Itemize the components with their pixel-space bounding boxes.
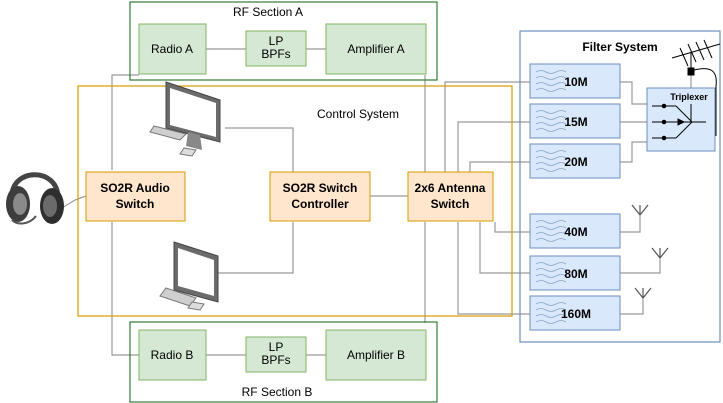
control-system: Control System SO2R Audio Switch SO2R Sw…: [77, 85, 513, 317]
antenna-switch-label-2: Switch: [431, 197, 470, 211]
controller-label-1: SO2R Switch: [283, 181, 358, 195]
filter-wave-icon: [535, 150, 567, 172]
amplifier-b-block[interactable]: Amplifier B: [325, 329, 427, 381]
amplifier-b-label: Amplifier B: [347, 348, 405, 362]
lp-bpf-b-label-2: BPFs: [261, 353, 290, 367]
triplexer-symbol-icon: [652, 103, 706, 141]
lp-bpf-a-label-2: BPFs: [261, 47, 290, 61]
so2r-switch-controller-block[interactable]: SO2R Switch Controller: [269, 171, 371, 222]
yagi-antenna-icon: [671, 39, 721, 136]
rf-section-a-title: RF Section A: [233, 5, 303, 19]
filter-wave-icon: [535, 262, 567, 284]
triplexer-block[interactable]: Triplexer: [646, 87, 716, 152]
rf-section-b: RF Section B Radio B LP BPFs Amplifier B: [129, 321, 438, 403]
amplifier-a-block[interactable]: Amplifier A: [325, 23, 427, 75]
radio-a-block[interactable]: Radio A: [138, 23, 207, 75]
triplexer-label: Triplexer: [670, 92, 708, 102]
amplifier-a-label: Amplifier A: [347, 42, 404, 56]
antenna-switch-label-1: 2x6 Antenna: [415, 181, 486, 195]
filter-system: Filter System 10M 15M 20M 40M 80M 160M Triple…: [519, 30, 721, 343]
filter-label: 40M: [564, 225, 587, 239]
antenna-80m-icon: [651, 247, 669, 259]
filter-10m[interactable]: 10M: [529, 63, 621, 99]
radio-b-label: Radio B: [151, 348, 194, 362]
rf-section-b-title: RF Section B: [242, 385, 313, 399]
filter-label: 80M: [564, 267, 587, 281]
control-system-title: Control System: [317, 107, 399, 121]
filter-20m[interactable]: 20M: [529, 143, 621, 179]
filter-boxes: 10M 15M 20M 40M 80M 160M: [529, 63, 621, 331]
audio-switch-label-2: Switch: [116, 197, 155, 211]
filter-wave-icon: [535, 220, 567, 242]
antenna-40m-icon: [631, 204, 649, 216]
filter-wave-icon: [535, 110, 567, 132]
lp-bpf-b-label-1: LP: [269, 340, 284, 354]
filter-wave-icon: [535, 70, 567, 92]
so2r-audio-switch-block[interactable]: SO2R Audio Switch: [85, 171, 186, 222]
filter-160m[interactable]: 160M: [529, 295, 621, 331]
radio-b-block[interactable]: Radio B: [138, 329, 207, 381]
antenna-160m-icon: [634, 287, 652, 299]
filter-label: 20M: [564, 155, 587, 169]
computer-b-icon[interactable]: [159, 241, 219, 311]
controller-label-2: Controller: [291, 197, 349, 211]
lp-bpf-a-label-1: LP: [269, 34, 284, 48]
lp-bpf-b-block[interactable]: LP BPFs: [245, 336, 307, 373]
computer-a-icon[interactable]: [149, 81, 221, 157]
antenna-switch-block[interactable]: 2x6 Antenna Switch: [407, 171, 494, 222]
filter-15m[interactable]: 15M: [529, 103, 621, 139]
lp-bpf-a-block[interactable]: LP BPFs: [245, 30, 307, 67]
filter-80m[interactable]: 80M: [529, 255, 621, 291]
rf-section-a: RF Section A Radio A LP BPFs Amplifier A: [129, 1, 438, 81]
headphones-icon: [6, 172, 64, 225]
filter-system-title: Filter System: [582, 40, 657, 54]
filter-label: 15M: [564, 115, 587, 129]
filter-wave-icon: [535, 302, 567, 324]
connection-lines: [61, 48, 692, 356]
audio-switch-label-1: SO2R Audio: [100, 181, 170, 195]
filter-label: 10M: [564, 75, 587, 89]
filter-label: 160M: [561, 307, 591, 321]
filter-40m[interactable]: 40M: [529, 213, 621, 249]
radio-a-label: Radio A: [151, 42, 193, 56]
